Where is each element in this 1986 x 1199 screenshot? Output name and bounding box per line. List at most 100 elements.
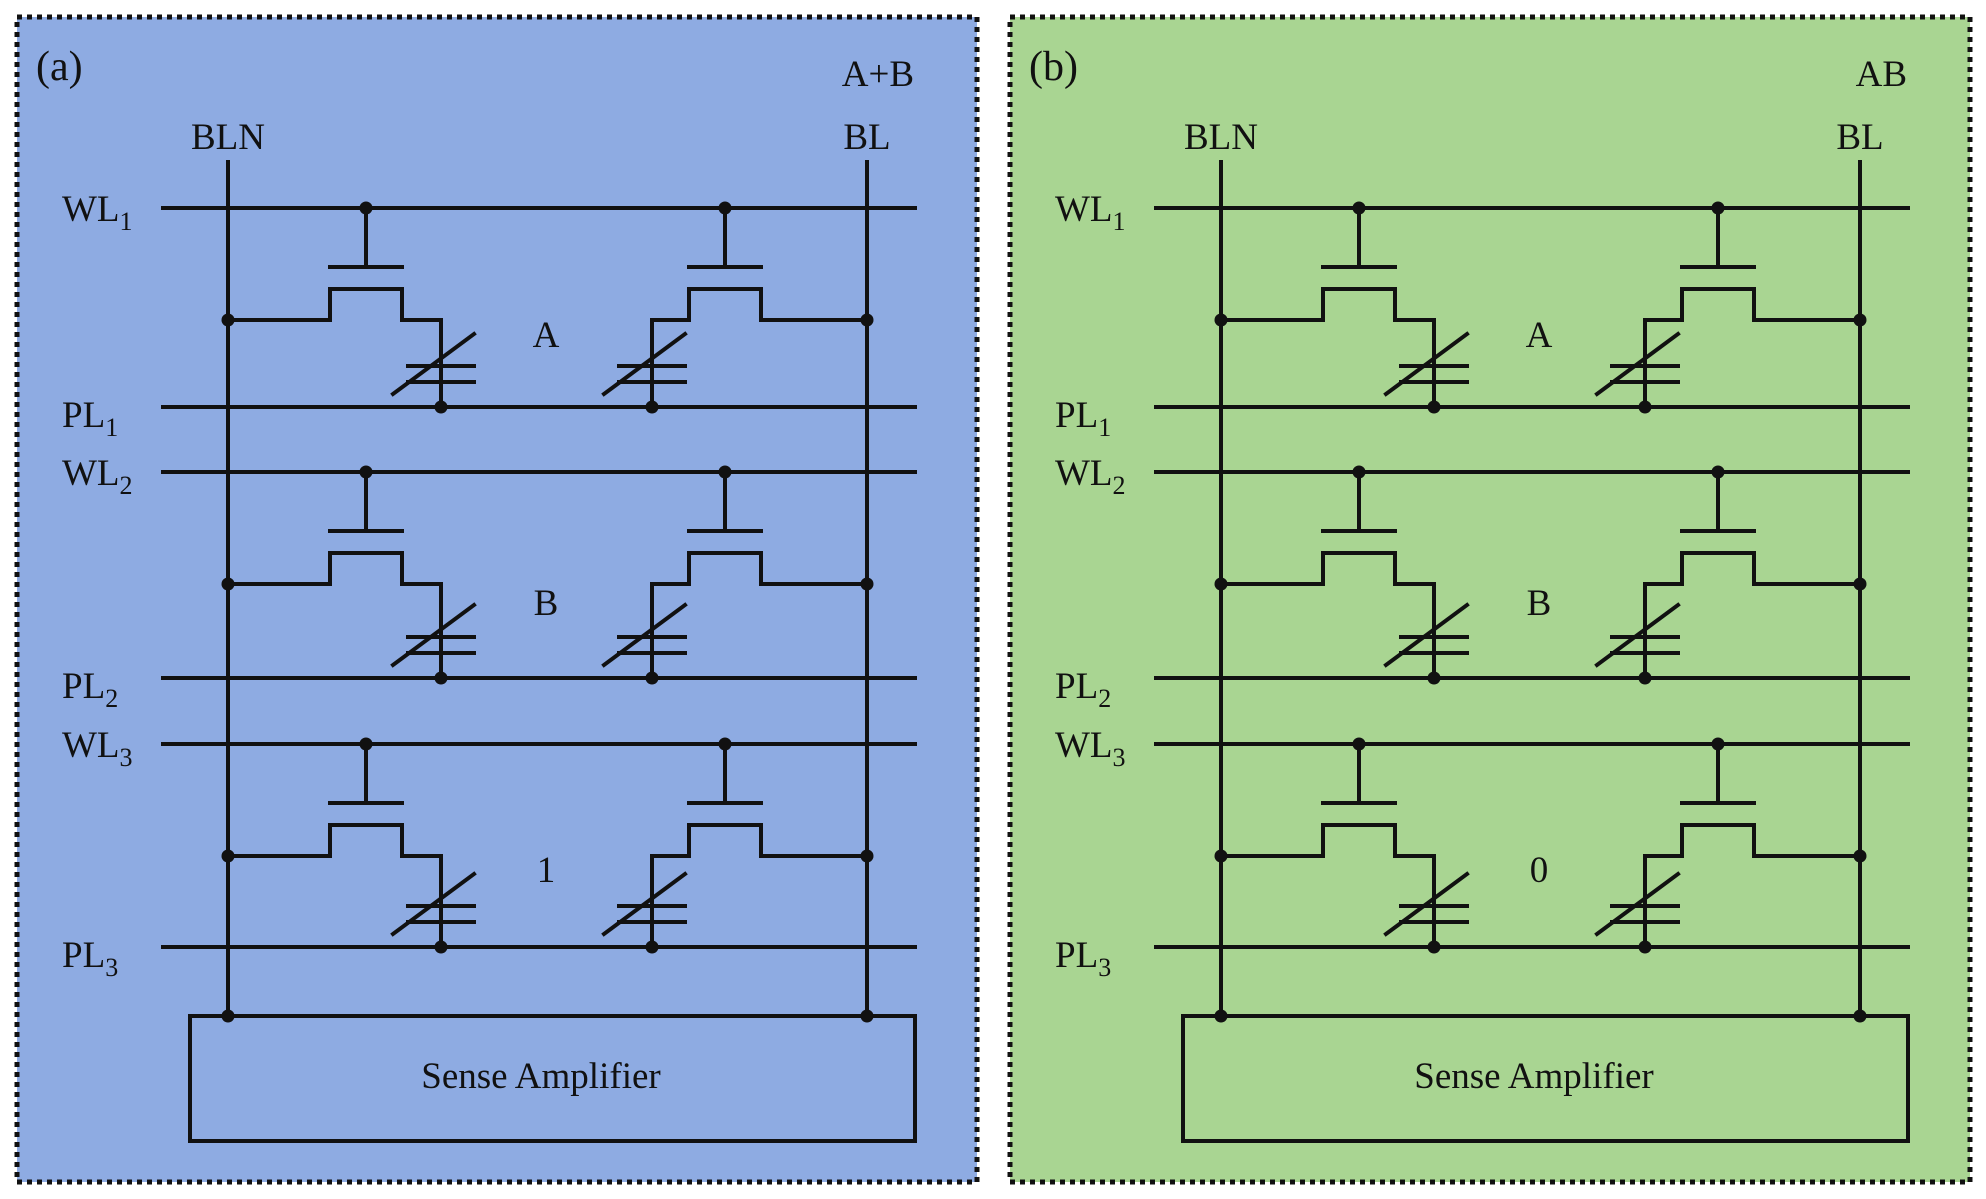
cell-value: A [1526,315,1553,356]
right-transistor [1643,201,1867,327]
fecap-slash [601,602,688,668]
plate-junction-dot [1427,671,1441,685]
word-line-label-text: WL [62,189,120,230]
plate-junction-dot [645,940,659,954]
channel [1643,287,1862,322]
bln-junction-dot [221,1009,235,1023]
channel [1219,823,1436,858]
plate-line-label-text: PL [62,666,105,707]
plate-line-label-subscript: 3 [105,953,118,982]
plate-junction-dot [1638,400,1652,414]
sense-amplifier-label: Sense Amplifier [421,1056,660,1097]
left-transistor [1214,737,1436,863]
bl-junction-dot [860,313,874,327]
word-line-label: WL3 [62,725,133,772]
plate-line-label: PL2 [1055,666,1111,713]
right-transistor [650,465,874,591]
bl-junction-dot [1853,1009,1867,1023]
fecap-slash [390,331,477,397]
gate-junction-dot [718,465,732,479]
bl-label: BL [843,117,890,158]
word-line-label-subscript: 3 [1113,743,1126,772]
sense-amplifier-box [188,1014,917,1143]
word-line-label-subscript: 3 [120,743,133,772]
channel [1643,551,1862,586]
panel-background [17,17,977,1182]
plate-junction-dot [1638,940,1652,954]
gate-junction-dot [359,465,373,479]
channel [226,287,443,322]
gate-junction-dot [1711,737,1725,751]
plate-line-label: PL1 [62,395,118,442]
word-line-label-text: WL [62,453,120,494]
right-fe-capacitor [1594,854,1681,944]
plate-line-label-subscript: 3 [1098,953,1111,982]
gate-junction-dot [1352,737,1366,751]
word-line-label-text: WL [1055,725,1113,766]
panel-background [1010,17,1970,1182]
left-fe-capacitor [1383,582,1470,675]
fecap-slash [601,871,688,937]
left-fe-capacitor [390,318,477,404]
operation-label: AB [1856,54,1907,95]
bln-label: BLN [191,117,265,158]
word-line-label: WL2 [1055,453,1126,500]
plate-junction-dot [434,400,448,414]
word-line-label: WL1 [1055,189,1126,236]
cell-value: 1 [537,850,556,891]
bln-label: BLN [1184,117,1258,158]
channel [1219,551,1436,586]
gate-junction-dot [1711,465,1725,479]
plate-line-label-text: PL [1055,935,1098,976]
gate-junction-dot [359,201,373,215]
right-fe-capacitor [601,582,688,675]
bln-junction-dot [221,313,235,327]
word-line-label: WL1 [62,189,133,236]
left-transistor [221,201,443,327]
word-line-label-text: WL [1055,189,1113,230]
gate-junction-dot [1352,201,1366,215]
gate-junction-dot [359,737,373,751]
bl-junction-dot [860,1009,874,1023]
operation-label: A+B [842,54,914,95]
left-transistor [221,737,443,863]
plate-line-label-subscript: 2 [105,684,118,713]
panel-tag: (a) [36,44,83,90]
sense-amplifier: Sense Amplifier [188,1009,917,1143]
plate-junction-dot [645,671,659,685]
bl-label: BL [1836,117,1883,158]
left-transistor [221,465,443,591]
bln-junction-dot [1214,849,1228,863]
left-transistor [1214,465,1436,591]
bln-junction-dot [1214,313,1228,327]
fecap-slash [1594,602,1681,668]
panel-tag: (b) [1029,44,1078,90]
plate-line-label-text: PL [1055,395,1098,436]
cell-value: B [1527,583,1552,624]
channel [1219,287,1436,322]
fecap-slash [1383,871,1470,937]
plate-line-label-text: PL [62,935,105,976]
plate-line-label-text: PL [1055,666,1098,707]
bln-junction-dot [1214,1009,1228,1023]
plate-line-label: PL1 [1055,395,1111,442]
plate-junction-dot [434,940,448,954]
right-transistor [1643,737,1867,863]
channel [226,551,443,586]
bl-junction-dot [1853,849,1867,863]
plate-junction-dot [1427,400,1441,414]
plate-junction-dot [434,671,448,685]
plate-junction-dot [1638,671,1652,685]
plate-line-label: PL2 [62,666,118,713]
word-line-label: WL3 [1055,725,1126,772]
panel-frame [14,14,980,1185]
right-fe-capacitor [601,318,688,404]
